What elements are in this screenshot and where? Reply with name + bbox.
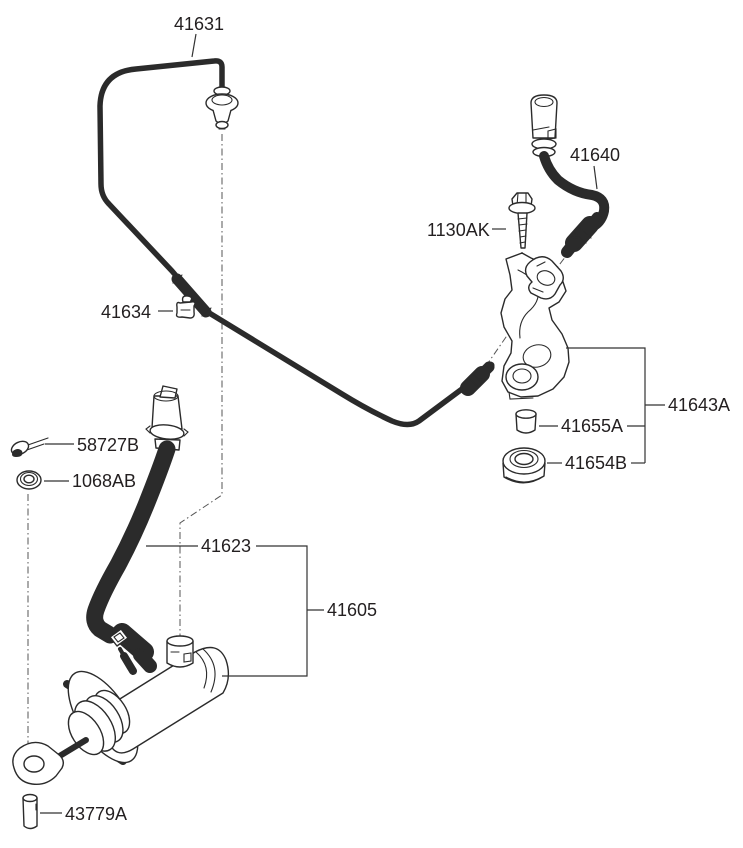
washer-drawing — [16, 470, 42, 490]
bracket-drawing — [500, 252, 570, 400]
master-cylinder-drawing — [12, 635, 230, 786]
tube-sleeve — [171, 273, 212, 318]
part-labels: 41631 41640 1130AK 41634 41643A 41655A 4… — [65, 14, 730, 824]
retainer-clip-drawing — [10, 437, 49, 457]
part-label-41640: 41640 — [570, 145, 620, 165]
flange-bolt-drawing — [508, 192, 536, 249]
clevis-pin-drawing — [22, 793, 38, 830]
hose-top-connector — [530, 94, 558, 158]
part-label-41623: 41623 — [201, 536, 251, 556]
reservoir-hose-drawing — [86, 385, 189, 673]
grommet-drawing — [502, 447, 546, 484]
part-label-41631: 41631 — [174, 14, 224, 34]
callout-lines — [40, 33, 665, 814]
bracket-tube-clamp — [524, 256, 564, 300]
tube-grommet — [205, 86, 239, 130]
clevis-eye — [12, 741, 65, 786]
part-label-41654B: 41654B — [565, 453, 627, 473]
hose-top-port — [145, 385, 189, 451]
part-label-1068AB: 1068AB — [72, 471, 136, 491]
clutch-tube-drawing — [97, 58, 495, 428]
tube-clip-drawing — [175, 295, 196, 319]
part-label-43779A: 43779A — [65, 804, 127, 824]
part-label-41634: 41634 — [101, 302, 151, 322]
tube-flare-fitting — [460, 361, 495, 396]
hose-lower-fitting — [561, 212, 602, 258]
part-label-41655A: 41655A — [561, 416, 623, 436]
part-label-58727B: 58727B — [77, 435, 139, 455]
part-label-1130AK: 1130AK — [427, 220, 490, 240]
part-label-41643A: 41643A — [668, 395, 730, 415]
part-label-41605: 41605 — [327, 600, 377, 620]
clutch-hose-drawing — [530, 94, 610, 258]
bushing-drawing — [515, 409, 537, 434]
reservoir-port — [166, 635, 194, 668]
